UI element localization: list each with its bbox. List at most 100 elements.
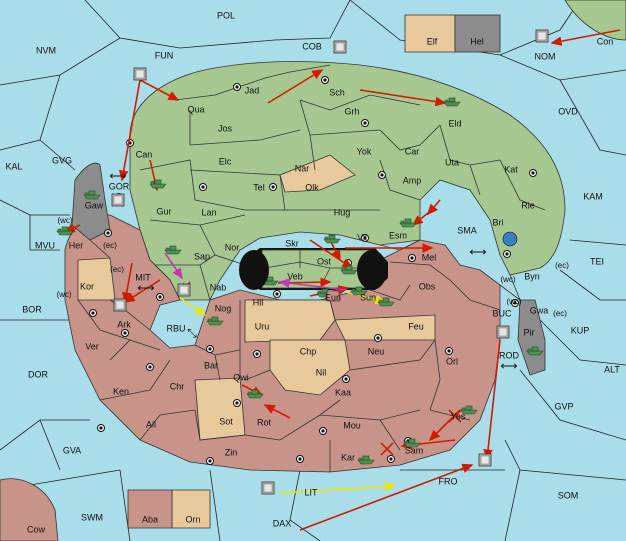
label-Hil: Hil [253,297,264,307]
label-Kor: Kor [80,281,94,291]
label-Veb: Veb [287,271,303,281]
double-arrow-rod: ⟷ [500,359,517,373]
label-Qwi: Qwi [233,372,249,382]
label-Pir: Pir [524,327,535,337]
label-Hug: Hug [334,207,351,217]
coast-wc-mvu: (wc) [57,216,72,225]
label-NVM: NVM [36,45,56,55]
label-GVA: GVA [63,445,81,455]
label-FUN: FUN [155,50,174,60]
label-Jad: Jad [245,85,260,95]
label-KAL: KAL [5,161,22,171]
label-Mou: Mou [343,420,361,430]
label-Zin: Zin [225,447,238,457]
magenta-orders [164,252,347,291]
label-Amp: Amp [403,175,422,185]
label-Nil: Nil [316,367,327,377]
red-crosses [380,409,462,456]
label-Sun: Sun [360,292,376,302]
label-Sot: Sot [219,416,233,426]
label-Nog: Nog [215,303,232,313]
label-Neu: Neu [368,346,385,356]
central-cap-right [357,250,387,290]
label-Kat: Kat [504,164,518,174]
label-Con: Con [597,36,614,46]
label-MVU: MVU [35,240,55,250]
coast-ec-kor: (ec) [110,265,124,274]
label-Esm: Esm [389,230,407,240]
coast-wc-gwa: (wc) [506,297,521,306]
label-KUP: KUP [571,325,590,335]
label-KAM: KAM [583,191,603,201]
label-GVG: GVG [52,155,72,165]
label-Sch: Sch [329,87,345,97]
coast-ec-byn: (ec) [555,261,569,270]
label-Hel: Hel [470,36,484,46]
label-BUC: BUC [492,308,512,318]
label-Gor: GOR [109,181,130,191]
label-MIT: MIT [135,272,151,282]
central-red-army[interactable] [326,290,340,302]
label-Byn: Byn [524,271,540,281]
label-Uru: Uru [255,321,270,331]
coast-ec-mvu: (ec) [103,241,117,250]
label-Orn: Orn [185,514,200,524]
label-Cow: Cow [27,524,46,534]
label-Chp: Chp [300,346,317,356]
label-Gur: Gur [156,206,171,216]
label-Mel: Mel [422,252,437,262]
label-Rot: Rot [257,417,272,427]
double-arrow-gor: ⟷ [109,169,126,183]
bri-lake-icon [502,231,518,247]
label-SWM: SWM [81,512,103,522]
label-Car: Car [405,146,420,156]
brown-isolated [0,478,173,541]
double-arrow-mit: ⟷ [137,281,154,295]
label-DOR: DOR [28,369,49,379]
label-Rie: Rie [521,200,535,210]
label-Chr: Chr [170,381,185,391]
label-TEI: TEI [590,256,604,266]
label-Can: Can [136,149,153,159]
province-labels: POL NVM FUN COB Elf Hel NOM Con OVD KAL … [5,10,620,534]
label-Feu: Feu [408,321,424,331]
label-Ail: Ail [146,419,156,429]
label-Kar: Kar [341,452,355,462]
label-Sam: Sam [405,445,424,455]
label-Bar: Bar [204,360,218,370]
label-Bri: Bri [493,217,504,227]
label-Gwa: Gwa [530,305,549,315]
label-Nor: Nor [225,242,240,252]
inland-sea-sma [425,180,495,270]
label-Elc: Elc [219,156,232,166]
tan-provinces [77,14,456,529]
yellow-orders [179,291,397,494]
label-NOM: NOM [535,51,556,61]
label-OVD: OVD [558,106,578,116]
central-cap-left [239,250,269,290]
label-LIT: LIT [304,487,318,497]
label-Sap: Sap [194,251,210,261]
label-SOM: SOM [558,490,579,500]
inland-sea-rbu [150,300,195,345]
label-Her: Her [69,240,84,250]
label-Ken: Ken [113,386,129,396]
label-Aba: Aba [142,514,158,524]
label-Gaw: Gaw [85,200,104,210]
label-Jos: Jos [218,123,233,133]
double-arrow-sma: ⟷ [469,245,486,259]
label-DAX: DAX [273,518,292,528]
coast-wc-byn: (wc) [500,275,515,284]
label-ALT: ALT [604,364,620,374]
label-Eld: Eld [448,118,461,128]
label-Ost: Ost [317,256,332,266]
label-Qua: Qua [187,104,204,114]
label-Ark: Ark [117,319,131,329]
coast-ec-gwa: (ec) [553,309,567,318]
double-arrows: ⟷ ⟷ ⟷ ⟷ ⤡ [109,169,517,373]
grey-provinces [71,14,546,376]
coast-labels: (wc) (ec) (ec) (wc) (wc) (ec) (wc) (ec) [56,216,569,318]
label-Nab: Nab [210,282,227,292]
label-Nar: Nar [295,163,310,173]
